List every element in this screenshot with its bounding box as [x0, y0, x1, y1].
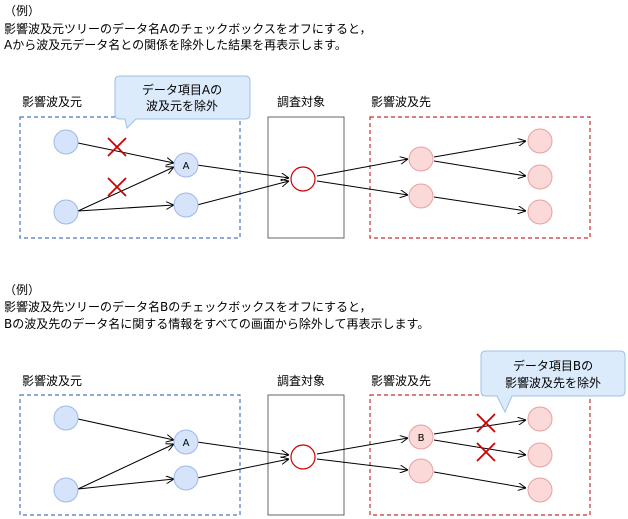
label-impact-source-2: 影響波及元 [22, 373, 82, 388]
investigation-target-box-2 [267, 394, 345, 516]
source2-node-3 [173, 465, 199, 491]
edge-source2-to-a [77, 167, 174, 212]
exclusion-cross-1 [107, 137, 127, 157]
exclusion-cross-4 [476, 442, 496, 462]
label-impact-destination: 影響波及先 [371, 94, 431, 109]
edge2-source1-to-a [77, 418, 174, 440]
edge-source1-to-a [77, 142, 174, 163]
edge-node-to-target [196, 181, 289, 206]
source2-node-2 [53, 477, 79, 503]
callout2-line2: 影響波及先を除外 [505, 375, 601, 390]
investigation-target-box [267, 116, 345, 239]
source-node-3 [173, 192, 199, 218]
callout2-line1: データ項目Bの [513, 358, 593, 373]
edge-dest1-to-leaf2 [433, 160, 526, 176]
example1-description-line2: Aから波及元データ名との関係を除外した結果を再表示します。 [4, 38, 347, 52]
edge2-target-to-dest2 [316, 458, 408, 470]
source2-node-1 [53, 405, 79, 431]
node2-a [173, 429, 199, 455]
callout-line1: データ項目Aの [142, 82, 222, 97]
edge2-source2-to-a [77, 444, 174, 490]
edge2-target-to-b [316, 438, 408, 455]
impact-source-box-2 [19, 394, 241, 516]
edge-source2-to-node [77, 205, 174, 212]
label-investigation-target-2: 調査対象 [277, 374, 325, 388]
callout-bubble [114, 75, 251, 129]
node2-a-label: A [183, 438, 190, 449]
example1-tag: （例） [4, 4, 41, 18]
edge2-source2-to-node [77, 479, 174, 490]
edge2-b-to-leaf1 [433, 420, 526, 435]
impact-source-box [19, 116, 241, 239]
target-node [290, 166, 316, 192]
diagram-1: 影響波及元 調査対象 影響波及先 データ項目Aの 波及元を除外 A [19, 75, 591, 239]
example2-description-line2: Bの波及先のデータ名に関する情報をすべての画面から除外して再表示します。 [4, 317, 430, 331]
edge-dest1-to-leaf1 [433, 141, 526, 158]
dest2-leaf-2 [527, 442, 553, 468]
edge2-node-to-target [196, 459, 289, 479]
label-impact-destination-2: 影響波及先 [371, 373, 431, 388]
edge-target-to-dest1 [316, 159, 408, 177]
target2-node [290, 444, 316, 470]
dest2-leaf-1 [527, 406, 553, 432]
impact-destination-box-2 [369, 394, 591, 516]
label-investigation-target: 調査対象 [277, 95, 325, 109]
node-b [408, 424, 434, 450]
example1-description-line1: 影響波及元ツリーのデータ名Aのチェックボックスをオフにすると， [4, 22, 372, 36]
source-node-2 [53, 199, 79, 225]
example2-tag: （例） [4, 283, 41, 297]
edge2-b-to-leaf2 [433, 439, 526, 455]
diagram-2: 影響波及元 調査対象 影響波及先 データ項目Bの 影響波及先を除外 A B [19, 350, 626, 516]
dest-leaf-2 [527, 164, 553, 190]
exclusion-cross-3 [476, 413, 496, 433]
node-a-label: A [183, 161, 190, 172]
callout-bubble-2 [480, 350, 626, 414]
edge-target-to-dest2 [316, 180, 408, 195]
edge2-dest2-to-leaf3 [433, 471, 526, 488]
label-impact-source: 影響波及元 [22, 94, 82, 109]
callout-line2: 波及元を除外 [146, 98, 218, 113]
dest-leaf-3 [527, 199, 553, 225]
impact-destination-box [369, 116, 591, 239]
exclusion-cross-2 [107, 177, 127, 197]
node-b-label: B [418, 433, 425, 444]
source-node-1 [53, 129, 79, 155]
dest-leaf-1 [527, 128, 553, 154]
dest-node-2 [408, 183, 434, 209]
dest2-node-2 [408, 458, 434, 484]
dest2-leaf-3 [527, 477, 553, 503]
example2-description-line1: 影響波及先ツリーのデータ名Bのチェックボックスをオフにすると， [4, 300, 372, 314]
edge-dest2-to-leaf3 [433, 196, 526, 211]
node-a [173, 152, 199, 178]
edge-a-to-target [196, 164, 289, 178]
edge2-a-to-target [196, 441, 289, 455]
dest-node-1 [408, 146, 434, 172]
